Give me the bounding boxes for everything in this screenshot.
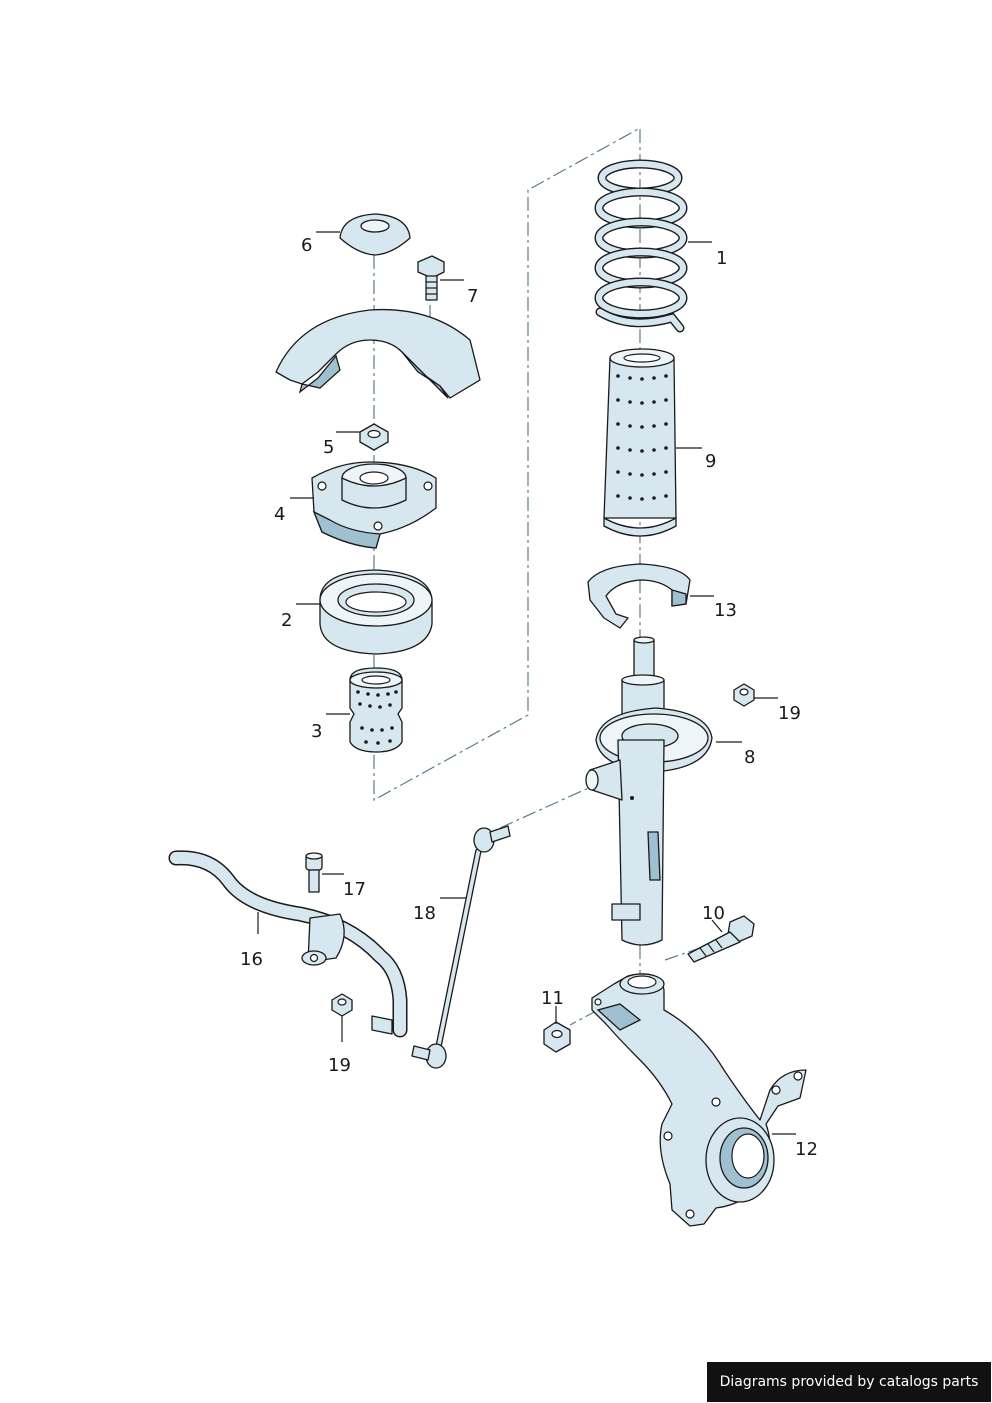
protective-boot-part: [603, 348, 677, 537]
shock-absorber-part: [585, 636, 713, 946]
callout-numbers: 1 2 3 4 5 6 7 8 9 10 11 12 13 16 17 18 1…: [240, 235, 818, 1160]
nut-upper-part: [733, 683, 755, 707]
callout-leaders: [257, 231, 796, 1135]
stabilizer-bar-part: [168, 850, 408, 1038]
nut-lower-part: [331, 993, 353, 1017]
callout-12: 12: [795, 1139, 818, 1160]
bump-stop-holes: [356, 690, 398, 745]
callout-17: 17: [343, 879, 366, 900]
coupling-rod-part: [411, 825, 511, 1069]
callout-5: 5: [323, 437, 334, 458]
callout-11: 11: [541, 988, 564, 1009]
spring-seat-part: [587, 563, 691, 629]
bearing-part: [319, 569, 433, 655]
knuckle-nut-part: [543, 1021, 571, 1053]
callout-18: 18: [413, 903, 436, 924]
callout-4: 4: [274, 504, 285, 525]
steering-knuckle-part: [591, 973, 807, 1227]
callout-10: 10: [702, 903, 725, 924]
bolt-part: [417, 255, 445, 301]
bump-stop-part: [349, 667, 403, 753]
callout-19-lower: 19: [328, 1055, 351, 1076]
callout-6: 6: [301, 235, 312, 256]
callout-3: 3: [311, 721, 322, 742]
credit-footer: Diagrams provided by catalogs parts: [707, 1362, 991, 1402]
callout-13: 13: [714, 600, 737, 621]
clamp-bolt-part: [305, 852, 323, 893]
pinch-bolt-part: [687, 915, 755, 963]
callout-2: 2: [281, 610, 292, 631]
coil-spring-part: [594, 159, 688, 333]
callout-19-upper: 19: [778, 703, 801, 724]
dust-shield-part: [275, 308, 481, 399]
nut-part: [359, 423, 389, 451]
callout-9: 9: [705, 451, 716, 472]
boot-holes: [616, 374, 668, 501]
callout-1: 1: [716, 248, 727, 269]
cap-part: [339, 213, 411, 256]
strut-mount-part: [311, 461, 437, 549]
callout-16: 16: [240, 949, 263, 970]
callout-7: 7: [467, 286, 478, 307]
callout-8: 8: [744, 747, 755, 768]
